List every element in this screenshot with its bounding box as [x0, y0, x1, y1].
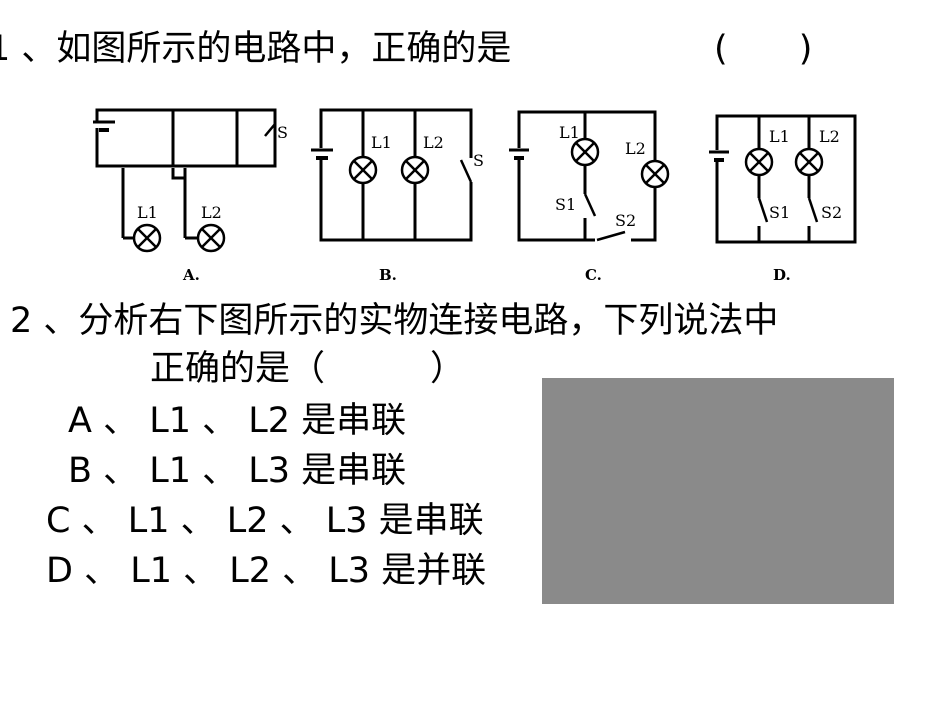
label-b-l2: L2: [423, 133, 444, 152]
option-c: C 、 L1 、 L2 、 L3 是串联: [46, 501, 484, 541]
circuit-b-parts: L1 L2 S B.: [311, 133, 484, 284]
option-d: D 、 L1 、 L2 、 L3 是并联: [46, 551, 487, 591]
label-b-l1: L1: [371, 133, 392, 152]
label-d-s2: S2: [821, 203, 842, 222]
caption-b: B.: [379, 266, 397, 284]
circuit-a-parts: L1 L2 S A.: [93, 120, 288, 284]
circuit-a: [95, 108, 277, 240]
circuit-d-parts: L1 L2 S1 S2 D.: [707, 127, 842, 284]
label-c-l2: L2: [625, 139, 646, 158]
label-c-s1: S1: [555, 195, 576, 214]
label-d-l1: L1: [769, 127, 790, 146]
question-1-text: 1 、如图所示的电路中，正确的是: [0, 29, 512, 69]
question-1-answer-blank: ( ): [714, 29, 843, 69]
circuit-c-parts: L1 L2 S1 S2 C.: [507, 123, 670, 284]
label-c-s2: S2: [615, 211, 636, 230]
caption-d: D.: [773, 266, 791, 284]
label-c-l1: L1: [559, 123, 580, 142]
caption-a: A.: [182, 266, 200, 284]
circuit-b: [319, 108, 473, 242]
label-d-s1: S1: [769, 203, 790, 222]
label-a-l2: L2: [201, 203, 222, 222]
figure-placeholder: [542, 378, 894, 604]
question-2-text-cont: 正确的是（ ）: [150, 349, 466, 389]
label-b-s: S: [473, 151, 484, 170]
option-b: B 、 L1 、 L3 是串联: [68, 451, 407, 491]
label-a-s: S: [277, 123, 288, 142]
caption-c: C.: [585, 266, 602, 284]
label-a-l1: L1: [137, 203, 158, 222]
question-2-text: 2 、分析右下图所示的实物连接电路，下列说法中: [10, 301, 779, 341]
circuit-diagrams: L1 L2 S A. L1 L2 S B. L1 L2: [93, 108, 857, 284]
option-a: A 、 L1 、 L2 是串联: [68, 401, 407, 441]
label-d-l2: L2: [819, 127, 840, 146]
